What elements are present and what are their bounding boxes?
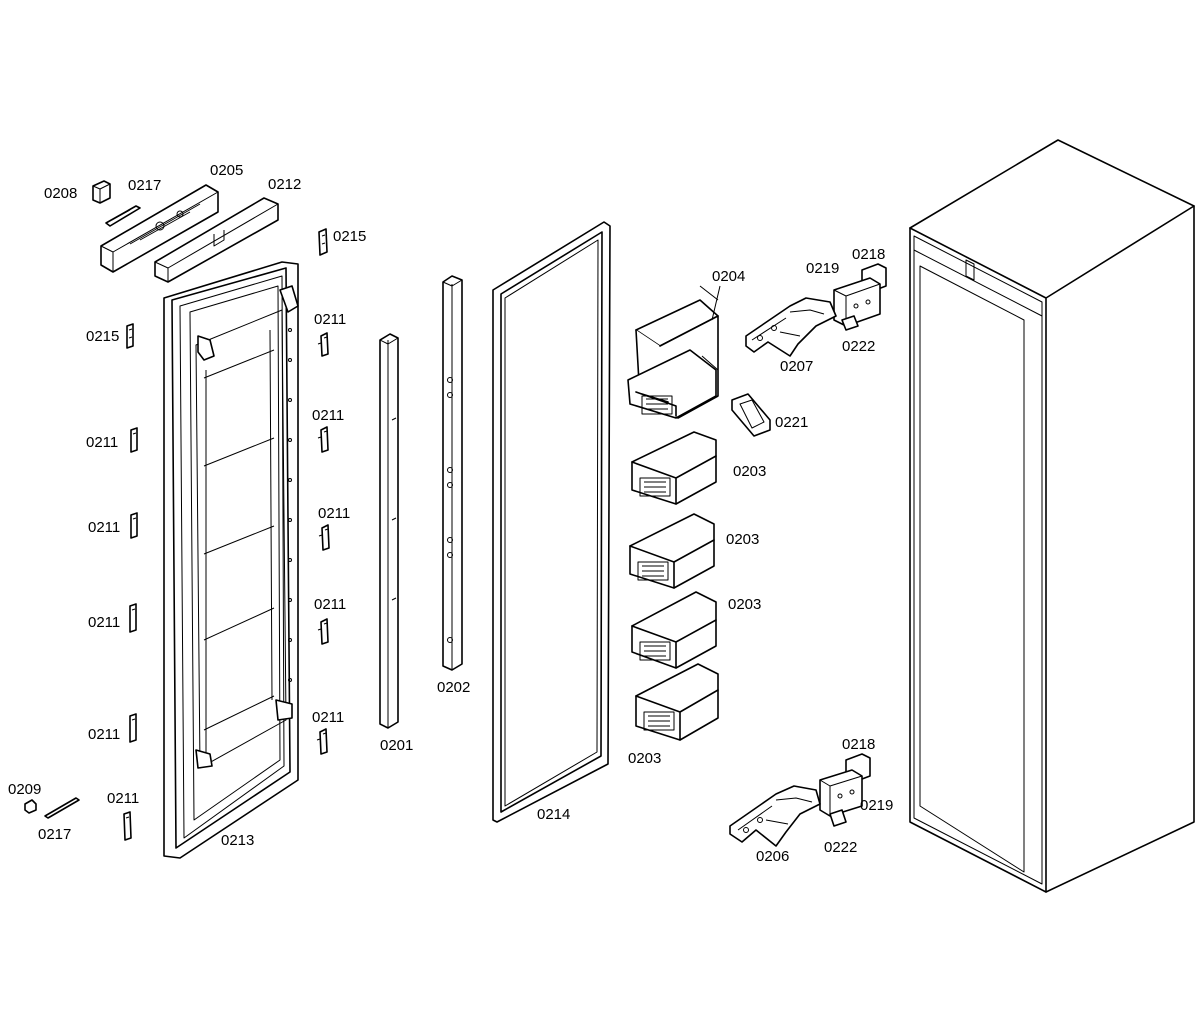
part-0204-covered-bin xyxy=(627,299,719,419)
part-0211-clip-r3 xyxy=(318,524,330,551)
label-0218-top: 0218 xyxy=(852,246,885,263)
label-0211-bottom: 0211 xyxy=(107,790,139,807)
part-0221-small-bracket xyxy=(731,393,771,437)
label-0218-bottom: 0218 xyxy=(842,736,875,753)
label-0211-r5: 0211 xyxy=(312,709,344,726)
label-0217-top: 0217 xyxy=(128,177,161,194)
label-0213: 0213 xyxy=(221,832,254,849)
label-0204: 0204 xyxy=(712,268,745,285)
part-0206-lower-hinge xyxy=(729,785,821,847)
label-0208: 0208 xyxy=(44,185,77,202)
label-0203-c: 0203 xyxy=(728,596,761,613)
label-0211-l3: 0211 xyxy=(88,614,120,631)
label-0201: 0201 xyxy=(380,737,413,754)
part-0211-clip-l1 xyxy=(130,427,138,453)
label-0219-top: 0219 xyxy=(806,260,839,277)
label-0203-d: 0203 xyxy=(628,750,661,767)
label-0215-right: 0215 xyxy=(333,228,366,245)
part-0213-door-inner-liner xyxy=(163,261,299,859)
part-0211-clip-l3 xyxy=(129,603,137,633)
label-0207: 0207 xyxy=(780,358,813,375)
part-0211-clip-l4 xyxy=(129,713,137,743)
part-0215-clip-right xyxy=(318,228,328,256)
part-0222-shim-bottom xyxy=(829,809,847,827)
part-0211-clip-r4 xyxy=(317,618,329,645)
label-0222-top: 0222 xyxy=(842,338,875,355)
part-0219-bracket-top xyxy=(833,277,881,327)
part-0211-clip-l2 xyxy=(130,512,138,539)
part-0208-end-cap xyxy=(92,180,111,204)
label-0221: 0221 xyxy=(775,414,808,431)
cabinet-body xyxy=(909,139,1195,893)
label-0214: 0214 xyxy=(537,806,570,823)
label-0215-left: 0215 xyxy=(86,328,119,345)
label-0212: 0212 xyxy=(268,176,301,193)
label-0222-bottom: 0222 xyxy=(824,839,857,856)
part-0203-bin-a xyxy=(631,431,717,505)
part-0211-clip-r1 xyxy=(317,332,329,357)
part-0219-bracket-bottom xyxy=(819,769,863,817)
label-0211-l1: 0211 xyxy=(86,434,118,451)
part-0214-door-gasket xyxy=(492,221,611,823)
part-0203-bin-c xyxy=(631,591,717,669)
part-0217-hinge-bar-top xyxy=(105,205,141,227)
label-0203-a: 0203 xyxy=(733,463,766,480)
part-0211-clip-bottom xyxy=(123,811,132,841)
label-0206: 0206 xyxy=(756,848,789,865)
label-0219-bottom: 0219 xyxy=(860,797,893,814)
label-0202: 0202 xyxy=(437,679,470,696)
label-0217-bottom: 0217 xyxy=(38,826,71,843)
part-0203-bin-d xyxy=(635,663,719,741)
part-0205-control-housing xyxy=(100,184,219,273)
part-0211-clip-r5 xyxy=(316,728,328,755)
part-labels: 0208 0217 0205 0212 0215 0215 0211 0211 … xyxy=(8,162,893,865)
part-0212-top-cover xyxy=(154,197,279,283)
part-0211-clip-r2 xyxy=(317,426,329,453)
label-0203-b: 0203 xyxy=(726,531,759,548)
label-0211-r3: 0211 xyxy=(318,505,350,522)
label-0211-r1: 0211 xyxy=(314,311,346,328)
label-0211-l4: 0211 xyxy=(88,726,120,743)
part-0201-side-strip xyxy=(379,333,399,729)
part-0222-shim-top xyxy=(841,315,859,331)
part-0203-bin-b xyxy=(629,513,715,589)
part-0217-hinge-bar-bottom xyxy=(44,797,80,819)
label-0211-r2: 0211 xyxy=(312,407,344,424)
label-0205: 0205 xyxy=(210,162,243,179)
label-0211-l2: 0211 xyxy=(88,519,120,536)
part-0215-clip-left xyxy=(126,323,134,349)
leader-lines xyxy=(699,285,721,371)
part-0209-small-cap xyxy=(24,799,37,814)
label-0211-r4: 0211 xyxy=(314,596,346,613)
part-0202-hinge-strip xyxy=(442,275,463,671)
label-0209: 0209 xyxy=(8,781,41,798)
part-0207-upper-hinge xyxy=(745,297,837,357)
